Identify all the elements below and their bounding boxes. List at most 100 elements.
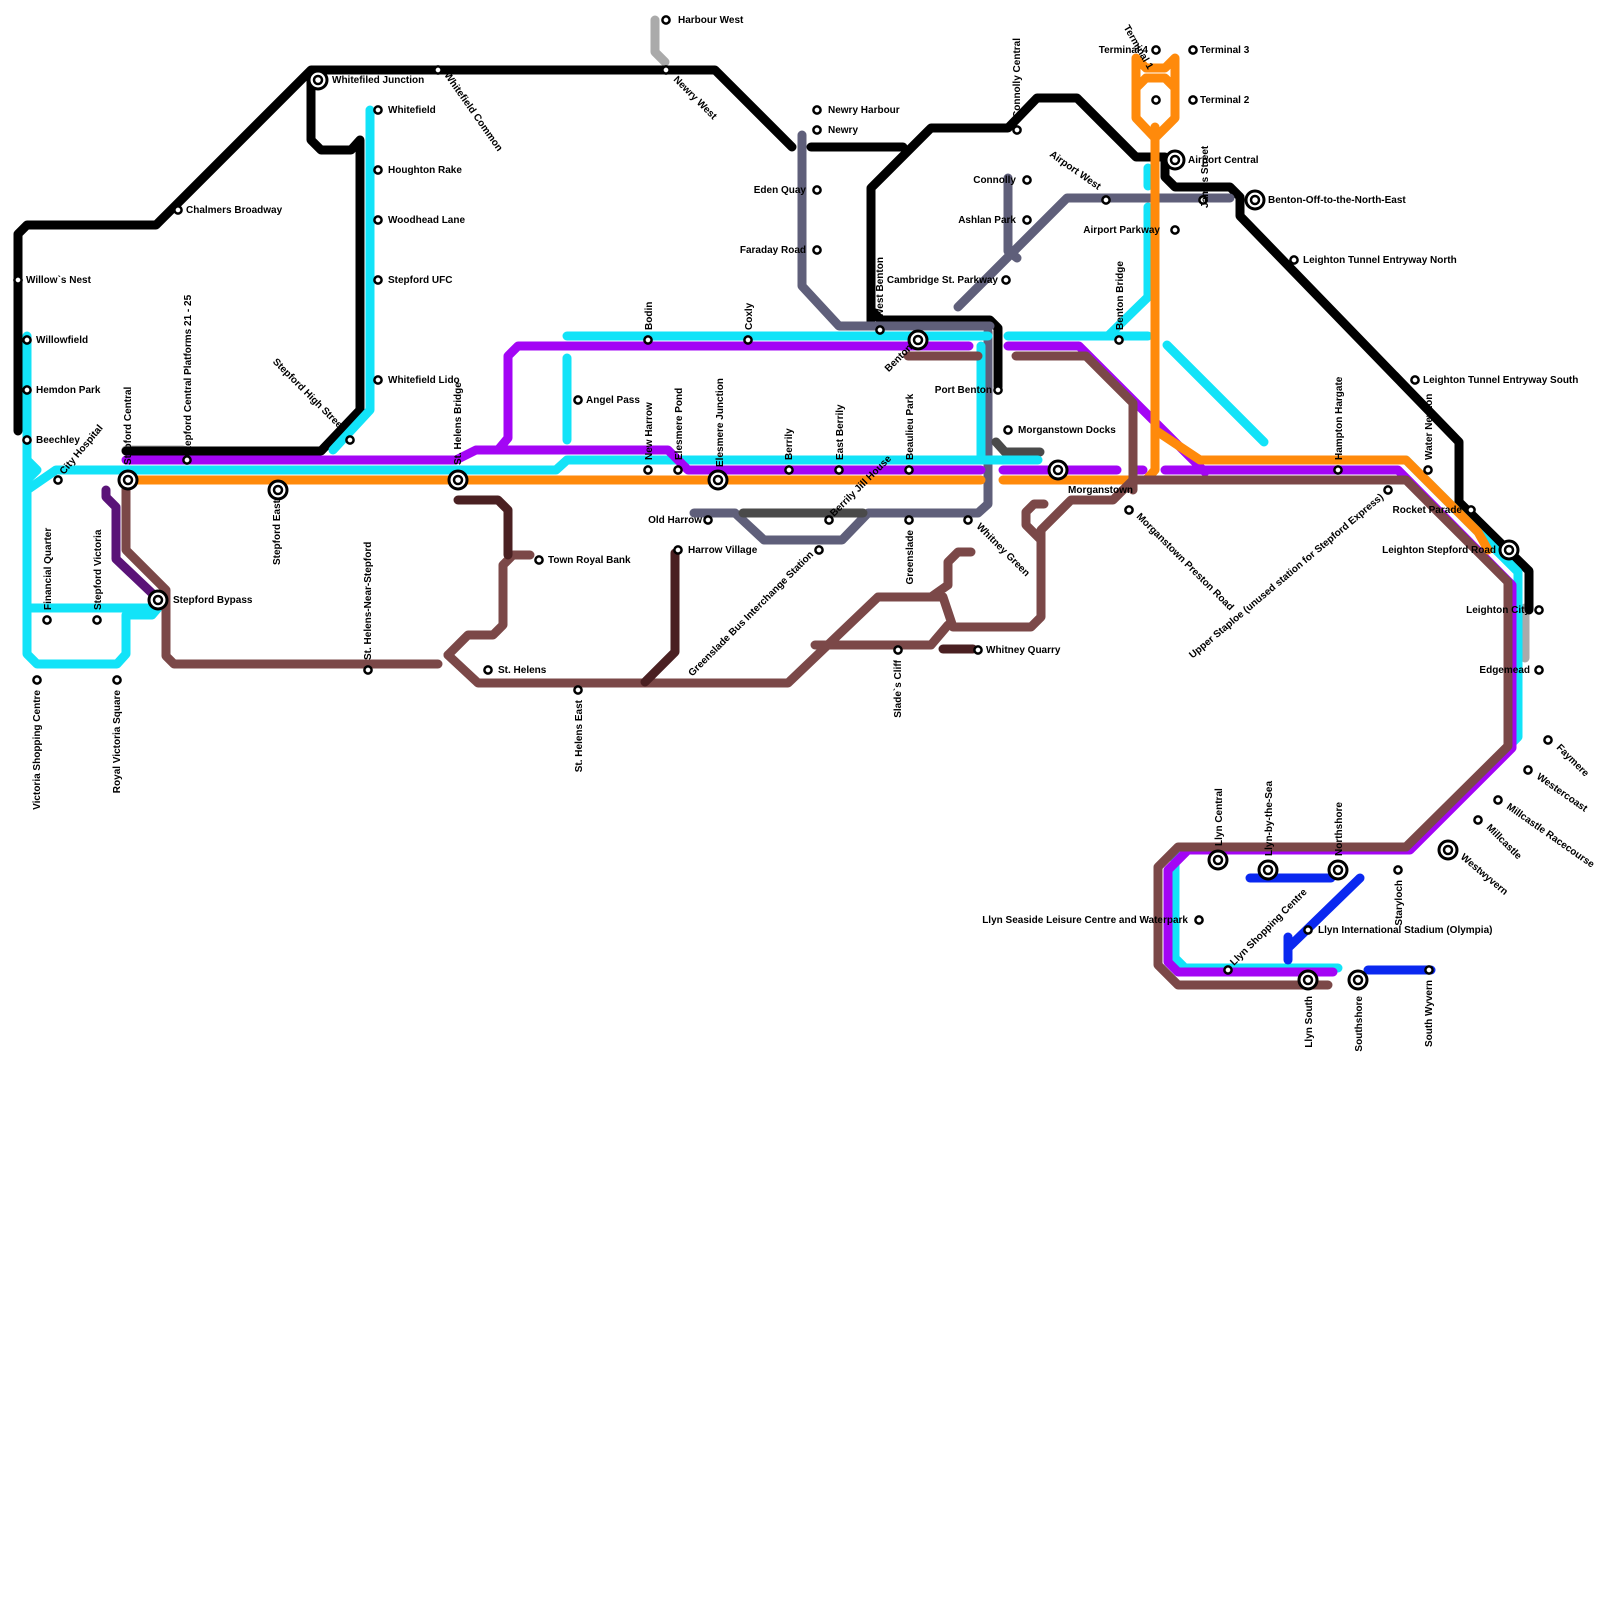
station[interactable]: Newry bbox=[812, 125, 858, 136]
interchange-station[interactable]: St. Helens Bridge bbox=[447, 382, 469, 491]
station[interactable]: Whitney Green bbox=[963, 515, 1032, 579]
cyan-line-segment bbox=[1103, 202, 1153, 341]
station[interactable]: Harrow Village bbox=[673, 545, 758, 556]
interchange-station[interactable]: Westwyvern bbox=[1437, 839, 1510, 898]
station[interactable]: New Harrow bbox=[643, 402, 655, 475]
station[interactable]: Connolly Central bbox=[1012, 38, 1023, 135]
station[interactable]: Victoria Shopping Centre bbox=[32, 675, 43, 810]
station[interactable]: Angel Pass bbox=[573, 395, 640, 406]
station[interactable]: Chalmers Broadway bbox=[173, 205, 283, 216]
station[interactable]: Cambridge St. Parkway bbox=[887, 275, 1011, 286]
station[interactable]: West Benton bbox=[875, 257, 886, 335]
interchange-station[interactable]: Benton-Off-to-the-North-East bbox=[1244, 189, 1406, 211]
station[interactable]: James Street bbox=[1198, 145, 1211, 208]
interchange-station[interactable]: Llyn South bbox=[1297, 969, 1319, 1048]
station[interactable]: Berrily bbox=[784, 428, 795, 475]
station-marker bbox=[834, 465, 844, 475]
station[interactable]: Bodin bbox=[643, 302, 655, 345]
station[interactable]: Morganstown Docks bbox=[1003, 425, 1116, 436]
interchange-station[interactable]: Airport Central bbox=[1164, 149, 1259, 171]
station[interactable]: Houghton Rake bbox=[373, 165, 462, 176]
station[interactable]: Willowfield bbox=[22, 335, 88, 346]
station[interactable]: Whitney Quarry bbox=[973, 645, 1061, 656]
station[interactable]: Ashlan Park bbox=[958, 215, 1032, 226]
station[interactable]: Millcastle bbox=[1473, 815, 1524, 862]
station[interactable]: Stepford Central Platforms 21 - 25 bbox=[182, 294, 194, 465]
station[interactable]: Rocket Parade bbox=[1393, 505, 1476, 516]
station-marker bbox=[875, 325, 885, 335]
station[interactable]: Port Benton bbox=[935, 385, 1003, 396]
station-marker bbox=[814, 545, 824, 555]
station-label: Harbour West bbox=[678, 15, 744, 26]
station[interactable]: Llyn Seaside Leisure Centre and Waterpar… bbox=[982, 915, 1204, 926]
station[interactable]: St. Helens-Near-Stepford bbox=[363, 542, 374, 675]
station[interactable]: Stepford Victoria bbox=[92, 529, 104, 625]
cyan-line-segment bbox=[121, 455, 1043, 475]
station[interactable]: Slade`s Cliff bbox=[893, 645, 904, 718]
interchange-station[interactable]: Leighton Stepford Road bbox=[1382, 539, 1520, 561]
station[interactable]: Newry West bbox=[661, 65, 719, 123]
station[interactable]: Elesmere Pond bbox=[673, 388, 685, 475]
station[interactable]: Financial Quarter bbox=[42, 528, 54, 625]
interchange-station[interactable]: Stepford Central bbox=[117, 386, 139, 491]
interchange-station[interactable]: Llyn-by-the-Sea bbox=[1257, 781, 1279, 881]
station[interactable]: St. Helens East bbox=[573, 685, 585, 772]
station[interactable]: Staryloch bbox=[1393, 865, 1405, 926]
station[interactable]: East Berrily bbox=[834, 404, 846, 475]
station[interactable]: Upper Staploe (unused station for Stepfo… bbox=[1187, 485, 1393, 661]
station[interactable]: Benton Bridge bbox=[1114, 261, 1126, 345]
interchange-station[interactable]: Stepford East bbox=[267, 479, 289, 565]
station[interactable]: Stepford High Street bbox=[270, 357, 355, 445]
station[interactable]: Greenslade bbox=[904, 515, 916, 584]
station[interactable]: Coxly bbox=[743, 302, 755, 345]
station[interactable]: Terminal 4 bbox=[1099, 45, 1161, 56]
station[interactable]: Leighton Tunnel Entryway South bbox=[1410, 375, 1578, 386]
interchange-station[interactable]: Southshore bbox=[1347, 969, 1369, 1052]
interchange-station[interactable]: Morganstown bbox=[1047, 459, 1133, 496]
station[interactable]: Llyn International Stadium (Olympia) bbox=[1303, 925, 1492, 936]
station[interactable]: St. Helens bbox=[483, 665, 547, 676]
station[interactable]: Beaulieu Park bbox=[904, 393, 916, 475]
station[interactable]: Edgemead bbox=[1479, 665, 1544, 676]
station[interactable]: Llyn Shopping Centre bbox=[1223, 887, 1310, 975]
station[interactable]: Terminal 2 bbox=[1188, 95, 1250, 106]
station[interactable]: South Wyvern bbox=[1424, 965, 1435, 1047]
station[interactable]: Town Royal Bank bbox=[534, 555, 631, 566]
station[interactable]: Whitefield Common bbox=[433, 65, 504, 154]
station[interactable]: Faymere bbox=[1543, 735, 1591, 780]
station[interactable]: Hampton Hargate bbox=[1333, 376, 1345, 475]
station[interactable]: Stepford UFC bbox=[373, 275, 452, 286]
station[interactable]: Woodhead Lane bbox=[373, 215, 465, 226]
station-marker bbox=[182, 455, 192, 465]
station[interactable]: Leighton City bbox=[1466, 605, 1544, 616]
station[interactable]: Eden Quay bbox=[754, 185, 822, 196]
station[interactable]: Morganstown Preston Road bbox=[1124, 505, 1236, 613]
station-label: Llyn Shopping Centre bbox=[1228, 887, 1310, 969]
station[interactable]: Hemdon Park bbox=[22, 385, 101, 396]
station[interactable]: Greenslade Bus Interchange Station bbox=[687, 545, 824, 679]
station[interactable]: Harbour West bbox=[661, 15, 744, 26]
station[interactable]: Connolly bbox=[973, 175, 1032, 186]
station[interactable]: Airport Parkway bbox=[1083, 225, 1180, 236]
interchange-marker-core bbox=[1052, 464, 1064, 476]
station[interactable]: Newry Harbour bbox=[812, 105, 900, 116]
station[interactable]: Whitefield bbox=[373, 105, 436, 116]
gray-line-segment bbox=[650, 15, 670, 67]
interchange-station[interactable]: Whitefiled Junction bbox=[307, 69, 424, 91]
station[interactable]: Beechley bbox=[22, 435, 80, 446]
station[interactable]: Water Newton bbox=[1423, 394, 1435, 475]
station[interactable]: Old Harrow bbox=[648, 515, 713, 526]
interchange-station[interactable]: Llyn Central bbox=[1207, 788, 1229, 871]
station-label: Terminal 4 bbox=[1099, 45, 1149, 56]
station[interactable]: Royal Victoria Square bbox=[112, 675, 123, 793]
station[interactable]: Terminal 3 bbox=[1188, 45, 1250, 56]
interchange-station[interactable]: Elesmere Junction bbox=[707, 378, 729, 491]
interchange-station[interactable]: Northshore bbox=[1327, 802, 1349, 881]
station[interactable]: Leighton Tunnel Entryway North bbox=[1289, 255, 1457, 266]
station-marker bbox=[661, 15, 671, 25]
station[interactable]: Willow`s Nest bbox=[13, 275, 92, 286]
station[interactable]: Whitefield Lido bbox=[373, 375, 460, 386]
interchange-station[interactable]: Stepford Bypass bbox=[147, 589, 253, 611]
station[interactable]: Faraday Road bbox=[740, 245, 822, 256]
station-label: Stepford UFC bbox=[388, 275, 452, 286]
